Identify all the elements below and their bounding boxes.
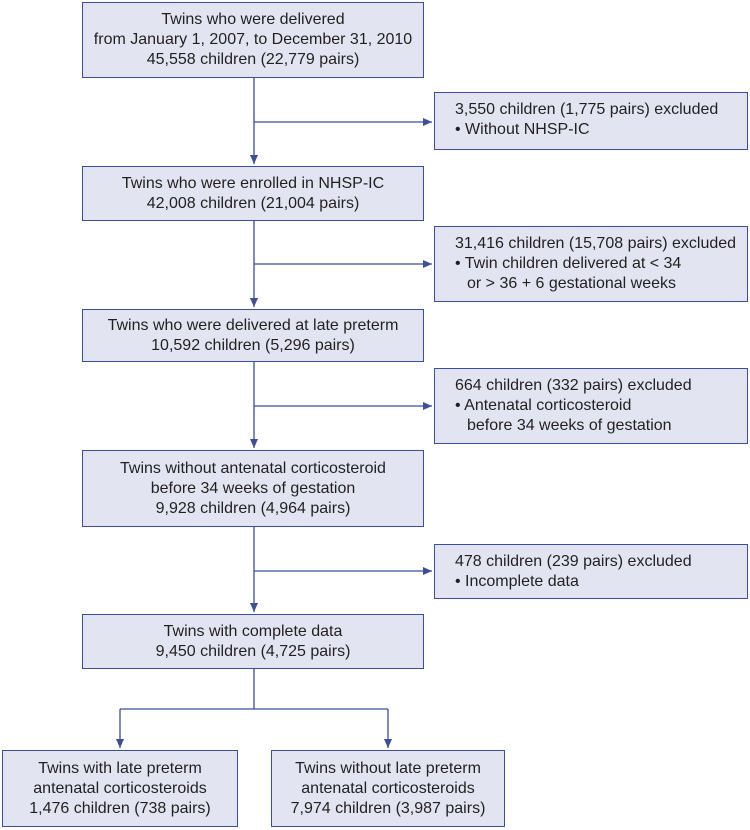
exclusion-box-gestational-weeks: 31,416 children (15,708 pairs) excluded …	[434, 226, 748, 302]
exclusion-gestational-weeks-continuation: or > 36 + 6 gestational weeks	[467, 275, 677, 292]
box-twins-delivered-line-3: 45,558 children (22,779 pairs)	[146, 51, 360, 68]
box-twins-late-preterm-line-1: Twins who were delivered at late preterm	[107, 316, 399, 334]
exclusion-gestational-weeks-heading: 31,416 children (15,708 pairs) excluded	[455, 235, 737, 252]
box-twins-enrolled-line-1: Twins who were enrolled in NHSP-IC	[121, 174, 385, 192]
box-twins-complete-data: Twins with complete data 9,450 children …	[82, 614, 424, 669]
box-twins-enrolled-line-2: 42,008 children (21,004 pairs)	[146, 194, 360, 212]
box-twins-without-acs-line-2: before 34 weeks of gestation	[150, 479, 356, 497]
box-twins-complete-data-line-2: 9,450 children (4,725 pairs)	[155, 642, 351, 660]
exclusion-acs-before-34-continuation: before 34 weeks of gestation	[467, 417, 672, 434]
box-without-late-preterm-acs-line-1: Twins without late preterm	[295, 759, 481, 777]
box-twins-delivered: Twins who were delivered from January 1,…	[82, 2, 424, 78]
exclusion-box-incomplete-data: 478 children (239 pairs) excluded • Inco…	[434, 544, 748, 599]
exclusion-without-nhsp-heading: 3,550 children (1,775 pairs) excluded	[455, 101, 719, 118]
exclusion-without-nhsp-bullet: • Without NHSP-IC	[455, 121, 590, 138]
box-without-late-preterm-acs-line-2: antenatal corticosteroids	[301, 779, 475, 797]
box-twins-enrolled: Twins who were enrolled in NHSP-IC 42,00…	[82, 166, 424, 221]
box-twins-complete-data-line-1: Twins with complete data	[163, 622, 343, 640]
exclusion-box-acs-before-34: 664 children (332 pairs) excluded • Ante…	[434, 368, 748, 444]
box-with-late-preterm-acs: Twins with late preterm antenatal cortic…	[2, 750, 238, 827]
box-with-late-preterm-acs-line-3: 1,476 children (738 pairs)	[29, 799, 211, 817]
exclusion-acs-before-34-bullet: • Antenatal corticosteroid	[455, 397, 632, 414]
box-twins-late-preterm-line-2: 10,592 children (5,296 pairs)	[151, 336, 355, 354]
box-twins-without-acs: Twins without antenatal corticosteroid b…	[82, 450, 424, 527]
exclusion-incomplete-heading: 478 children (239 pairs) excluded	[455, 553, 692, 570]
box-twins-delivered-line-1: Twins who were delivered	[161, 11, 345, 28]
box-without-late-preterm-acs: Twins without late preterm antenatal cor…	[271, 750, 505, 827]
exclusion-gestational-weeks-bullet: • Twin children delivered at < 34	[455, 255, 682, 272]
box-without-late-preterm-acs-line-3: 7,974 children (3,987 pairs)	[290, 799, 486, 817]
box-with-late-preterm-acs-line-2: antenatal corticosteroids	[33, 779, 207, 797]
box-twins-delivered-line-2: from January 1, 2007, to December 31, 20…	[93, 31, 413, 48]
box-twins-without-acs-line-1: Twins without antenatal corticosteroid	[120, 459, 386, 477]
box-twins-late-preterm: Twins who were delivered at late preterm…	[82, 309, 424, 362]
box-with-late-preterm-acs-line-1: Twins with late preterm	[38, 759, 202, 777]
box-twins-without-acs-line-3: 9,928 children (4,964 pairs)	[155, 499, 351, 517]
exclusion-incomplete-bullet: • Incomplete data	[455, 573, 579, 590]
exclusion-acs-before-34-heading: 664 children (332 pairs) excluded	[455, 377, 692, 394]
exclusion-box-without-nhsp: 3,550 children (1,775 pairs) excluded • …	[434, 92, 748, 150]
